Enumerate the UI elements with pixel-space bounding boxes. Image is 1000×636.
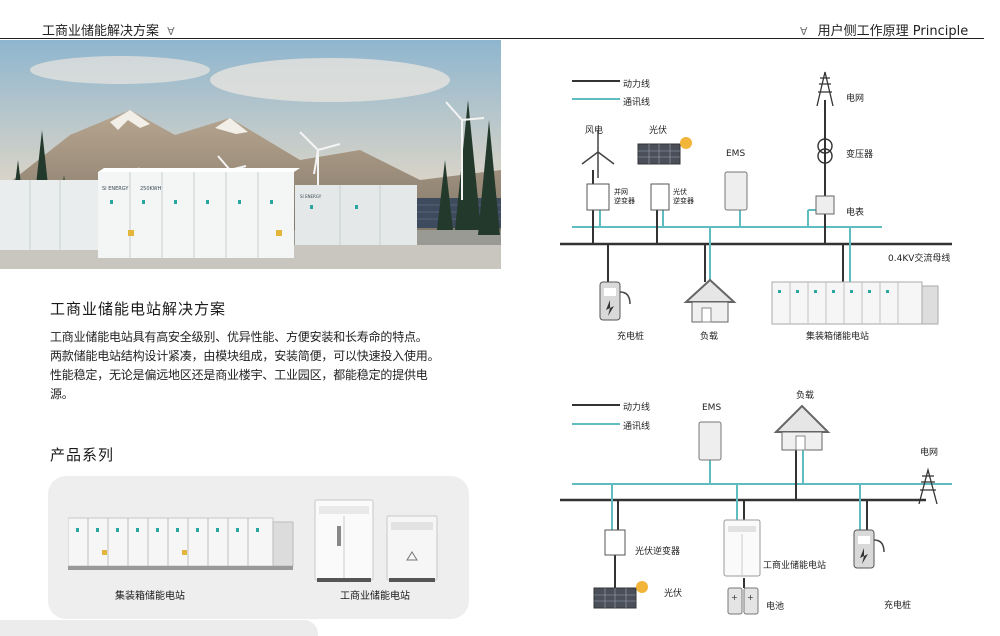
products-card: 集装箱储能电站 工商业储能电站 <box>48 476 469 619</box>
grid-inverter-icon <box>586 183 610 211</box>
principle-diagram-1 <box>560 71 952 325</box>
charger-icon <box>599 281 631 321</box>
cabinet-product-image <box>314 499 438 582</box>
battery-icon: + + <box>727 587 759 615</box>
d1-load-label: 负载 <box>700 332 719 342</box>
pv-inverter-icon <box>604 529 626 556</box>
header-left: 工商业储能解决方案 ∀ <box>42 20 175 39</box>
solution-line: 性能稳定，无论是偏远地区还是商业楼宇、工业园区，都能稳定的提供电 <box>50 368 428 382</box>
d2-legend-comm: 通讯线 <box>623 422 651 432</box>
solution-line: 工商业储能电站具有高安全级别、优异性能、方便安装和长寿命的特点。 <box>50 330 428 344</box>
container-station-icon <box>771 281 939 325</box>
solar-panel-icon <box>637 137 692 165</box>
container-product-image <box>68 517 294 570</box>
d1-ac-bus-label: 0.4KV交流母线 <box>888 254 951 264</box>
d1-grid-inverter-label: 并网 逆变器 <box>614 188 635 205</box>
svg-text:+: + <box>747 593 754 602</box>
d2-load-label: 负载 <box>796 391 815 401</box>
d2-legend-power: 动力线 <box>623 403 651 413</box>
d1-legend-comm: 通讯线 <box>623 98 651 108</box>
station-cabinet-icon <box>723 519 761 577</box>
hero-photo: SI ENERGY 250KWH SI ENERGY <box>0 40 501 269</box>
load-house-icon <box>683 278 737 323</box>
header-right: ∀ 用户侧工作原理 Principle <box>800 20 968 39</box>
d1-transformer-label: 变压器 <box>846 150 874 160</box>
d2-pv-inverter-label: 光伏逆变器 <box>635 547 681 557</box>
header-left-title: 工商业储能解决方案 <box>42 24 160 39</box>
solution-title: 工商业储能电站解决方案 <box>50 300 227 318</box>
d2-battery-label: 电池 <box>766 602 785 612</box>
d1-ems-label: EMS <box>726 149 746 159</box>
products-title: 产品系列 <box>50 446 115 464</box>
d1-legend-power: 动力线 <box>623 80 651 90</box>
d1-wind-label: 风电 <box>585 126 604 136</box>
meter-icon <box>815 195 835 215</box>
load-house-icon <box>773 404 831 451</box>
container-model: 250KWH <box>140 186 162 192</box>
header-divider <box>0 38 984 39</box>
d2-grid-label: 电网 <box>920 448 939 458</box>
solution-line: 源。 <box>50 387 74 401</box>
d1-pv-inverter-label: 光伏 逆变器 <box>673 188 694 205</box>
chevron-down-icon: ∀ <box>167 25 175 38</box>
ems-cabinet-icon <box>724 171 748 211</box>
d2-ems-label: EMS <box>702 403 722 413</box>
solution-paragraph: 工商业储能电站具有高安全级别、优异性能、方便安装和长寿命的特点。 两款储能电站结… <box>50 328 470 404</box>
bottom-toolbar <box>0 620 318 636</box>
principle-diagram-2: + + <box>560 404 952 615</box>
power-tower-icon <box>816 71 834 107</box>
container-brand-2: SI ENERGY <box>300 194 322 199</box>
wind-turbine-icon <box>581 130 615 178</box>
d1-grid-label: 电网 <box>846 94 865 104</box>
d2-charger-label: 充电桩 <box>884 601 912 611</box>
chevron-down-icon: ∀ <box>800 25 808 38</box>
solution-line: 两款储能电站结构设计紧凑，由模块组成，安装简便，可以快速投入使用。 <box>50 349 440 363</box>
charger-icon <box>853 529 885 569</box>
d1-meter-label: 电表 <box>846 208 865 218</box>
container-brand: SI ENERGY <box>102 186 129 192</box>
header-right-title: 用户侧工作原理 Principle <box>817 24 969 39</box>
product-label-container: 集装箱储能电站 <box>115 591 185 602</box>
svg-text:+: + <box>731 593 738 602</box>
pv-inverter-icon <box>650 183 670 211</box>
transformer-icon <box>817 138 833 164</box>
power-tower-icon <box>918 467 938 505</box>
d2-pv-label: 光伏 <box>664 589 683 599</box>
d2-station-label: 工商业储能电站 <box>763 561 827 571</box>
d1-charger-label: 充电桩 <box>617 332 645 342</box>
d1-pv-label: 光伏 <box>649 126 668 136</box>
product-label-cabinet: 工商业储能电站 <box>340 591 410 602</box>
ems-cabinet-icon <box>698 421 722 461</box>
d1-container-label: 集装箱储能电站 <box>806 332 870 342</box>
solar-panel-icon <box>593 581 648 609</box>
